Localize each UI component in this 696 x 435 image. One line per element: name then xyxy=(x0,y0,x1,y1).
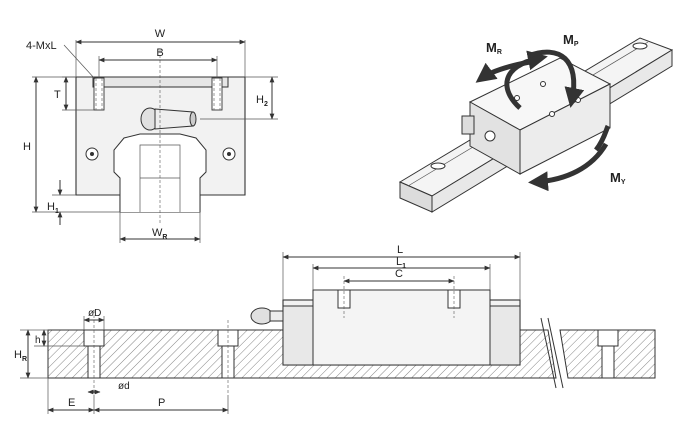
side-screw-left-center xyxy=(90,152,94,156)
h2-sub: 2 xyxy=(264,101,268,108)
mp-main: M xyxy=(563,32,574,47)
grease-nipple-tip xyxy=(189,111,197,127)
iso-rail-hole-1 xyxy=(430,162,446,170)
l1-main: L xyxy=(396,256,402,268)
mxl-label: 4-MxL xyxy=(26,40,57,52)
h2-main: H xyxy=(256,94,264,106)
b-label: B xyxy=(156,47,163,59)
block-top-plate xyxy=(92,76,229,88)
phid-label: ød xyxy=(118,381,130,392)
iso-rail-hole-2 xyxy=(632,42,648,50)
w-label: W xyxy=(155,28,166,40)
h1-label: H1 xyxy=(47,201,59,215)
h2-label: H2 xyxy=(256,94,268,108)
c-label: C xyxy=(395,268,403,280)
wr-label: WR xyxy=(152,227,167,241)
side-grease-stem xyxy=(269,310,284,322)
iso-grease-nipple xyxy=(461,115,475,135)
mxl-leader xyxy=(63,44,96,80)
h1-sub: 1 xyxy=(55,208,59,215)
mr-main: M xyxy=(486,40,497,55)
mp-label: MP xyxy=(563,32,579,48)
iso-block-hole-3 xyxy=(514,95,520,101)
e-label: E xyxy=(68,397,75,409)
l1-label: L1 xyxy=(396,256,406,270)
mr-sub: R xyxy=(497,49,502,56)
h1-main: H xyxy=(47,201,55,213)
hr-label: HR xyxy=(14,349,27,363)
mr-moment-arrow-left xyxy=(475,59,531,83)
my-sub: Y xyxy=(621,179,626,186)
my-moment-arrow xyxy=(528,142,609,192)
hr-main: H xyxy=(14,349,22,361)
isometric-view: MR MP MY xyxy=(398,32,674,213)
iso-block-hole-4 xyxy=(549,111,555,117)
h-small-label: h xyxy=(35,335,41,346)
p-label: P xyxy=(158,397,165,409)
l-label: L xyxy=(397,244,403,256)
iso-block-hole-1 xyxy=(540,81,546,87)
mp-moment-arrow xyxy=(527,49,585,108)
iso-block-hole-2 xyxy=(575,97,581,103)
grease-nipple-body xyxy=(154,108,194,130)
front-view: W B 4-MxL T H2 H H1 WR xyxy=(23,28,278,243)
hr-sub: R xyxy=(22,356,27,363)
side-screw-right-center xyxy=(227,152,231,156)
my-main: M xyxy=(610,170,621,185)
break-line-2 xyxy=(547,317,564,389)
my-moment-arrow-top xyxy=(594,124,611,152)
wr-main: W xyxy=(152,227,163,239)
block-end-cap-right xyxy=(489,305,521,366)
mp-sub: P xyxy=(574,41,579,48)
iso-end-seal-screw xyxy=(484,130,496,142)
t-label: T xyxy=(54,89,61,101)
phiD-label: øD xyxy=(88,308,101,319)
my-label: MY xyxy=(610,170,626,186)
rail-hole-3 xyxy=(597,329,619,379)
h-label: H xyxy=(23,141,31,153)
block-end-cap-left xyxy=(282,305,314,366)
tapped-hole-right xyxy=(211,77,223,111)
mr-label: MR xyxy=(486,40,502,56)
side-view: L L1 C øD h HR ød E P xyxy=(14,244,656,414)
break-line-1 xyxy=(540,317,557,389)
tapped-hole-left xyxy=(93,77,105,111)
wr-sub: R xyxy=(162,234,167,241)
l1-sub: 1 xyxy=(402,263,406,270)
